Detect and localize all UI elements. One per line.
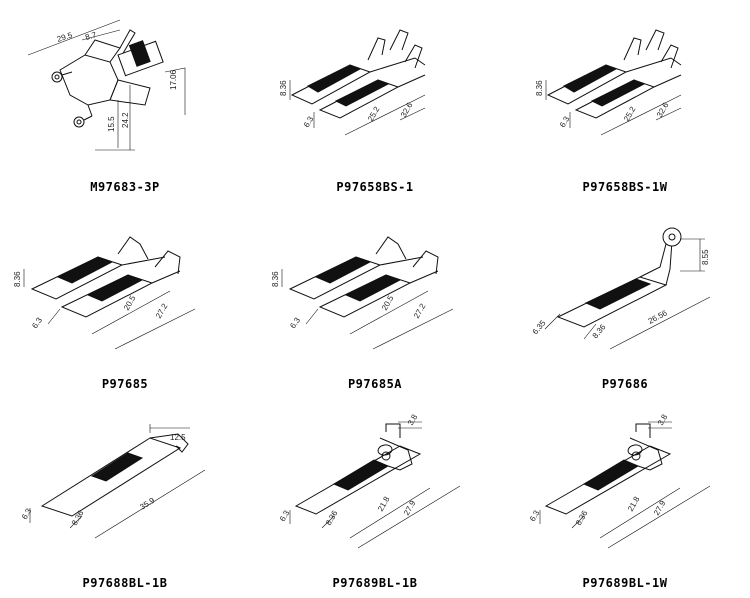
dim-label: 8.36 <box>574 509 590 527</box>
dim-label: 25.2 <box>622 105 638 123</box>
part-number: M97683-3P <box>90 180 160 194</box>
dim-label: 21.8 <box>376 495 392 513</box>
part-number: P97689BL-1W <box>582 576 668 590</box>
product-card: 3.8 6.3 8.36 21.8 27.9 P97689BL-1W <box>500 398 750 597</box>
dim-label: 27.2 <box>154 302 170 320</box>
dim-label: 24.2 <box>121 112 130 128</box>
dim-label: 6.3 <box>558 114 572 129</box>
dim-label: 8.36 <box>591 322 608 340</box>
dim-label: 12.5 <box>170 433 186 442</box>
dim-label: 27.2 <box>412 302 428 320</box>
dim-label: 8.36 <box>279 80 288 96</box>
terminal-drawing: 12.5 6.3 8.36 35.9 <box>20 424 206 539</box>
dim-label: 6.3 <box>20 506 34 521</box>
dim-label: 8.36 <box>271 271 280 287</box>
product-card: 12.5 6.3 8.36 35.9 P97688BL-1B <box>0 398 250 597</box>
dim-label: 6.3 <box>30 315 44 330</box>
dim-label: 27.9 <box>402 499 418 517</box>
dim-label: 8.36 <box>324 509 340 527</box>
connector-drawing: 29.5 8.7 17.06 15.5 24.2 <box>27 19 186 151</box>
part-number: P97688BL-1B <box>82 576 168 590</box>
part-number: P97658BS-1W <box>582 180 668 194</box>
dim-label: 8.7 <box>84 30 98 42</box>
dim-label: 3.8 <box>406 412 420 427</box>
dim-label: 6.3 <box>528 508 542 523</box>
dim-label: 32.6 <box>655 101 671 119</box>
part-number: P97685A <box>347 377 403 391</box>
dim-label: 21.8 <box>626 495 642 513</box>
dim-label: 35.9 <box>138 496 156 512</box>
dim-label: 6.3 <box>288 315 302 330</box>
product-card: 3.8 6.3 8.36 21.8 27.9 P97689BL-1B <box>250 398 500 597</box>
terminal-drawing: 8.36 6.3 20.5 27.2 <box>271 236 454 350</box>
dim-label: 15.5 <box>107 116 116 132</box>
terminal-drawing: 8.55 6.35 8.36 26.56 <box>531 227 711 350</box>
part-number: P97658BS-1 <box>336 180 414 194</box>
dim-label: 26.56 <box>647 308 669 326</box>
terminal-drawing: 3.8 6.3 8.36 21.8 27.9 <box>278 412 461 549</box>
terminal-drawing: 8.36 6.3 25.2 32.6 <box>279 29 426 136</box>
product-card: 29.5 8.7 17.06 15.5 24.2 M97683-3P <box>0 0 250 199</box>
product-card: 8.36 6.3 25.2 32.6 P97658BS-1 <box>250 0 500 199</box>
dim-label: 29.5 <box>56 30 74 44</box>
product-card: 8.36 6.3 20.5 27.2 P97685 <box>0 199 250 398</box>
dim-label: 6.35 <box>531 318 548 336</box>
dim-label: 27.9 <box>652 499 668 517</box>
dim-label: 32.6 <box>399 101 415 119</box>
part-number: P97685 <box>101 377 149 391</box>
dim-label: 8.55 <box>701 249 710 265</box>
terminal-drawing: 3.8 6.3 8.36 21.8 27.9 <box>528 412 711 549</box>
product-card: 8.55 6.35 8.36 26.56 P97686 <box>500 199 750 398</box>
dim-label: 25.2 <box>366 105 382 123</box>
product-card: 8.36 6.3 20.5 27.2 P97685A <box>250 199 500 398</box>
dim-label: 8.36 <box>535 80 544 96</box>
part-number: P97689BL-1B <box>332 576 418 590</box>
dim-label: 17.06 <box>169 69 178 90</box>
dim-label: 6.3 <box>302 114 316 129</box>
terminal-drawing: 8.36 6.3 20.5 27.2 <box>13 236 196 350</box>
dim-label: 8.36 <box>13 271 22 287</box>
dim-label: 3.8 <box>656 412 670 427</box>
part-number: P97686 <box>601 377 649 391</box>
terminal-drawing: 8.36 6.3 25.2 32.6 <box>535 29 682 136</box>
dim-label: 6.3 <box>278 508 292 523</box>
product-card: 8.36 6.3 25.2 32.6 P97658BS-1W <box>500 0 750 199</box>
